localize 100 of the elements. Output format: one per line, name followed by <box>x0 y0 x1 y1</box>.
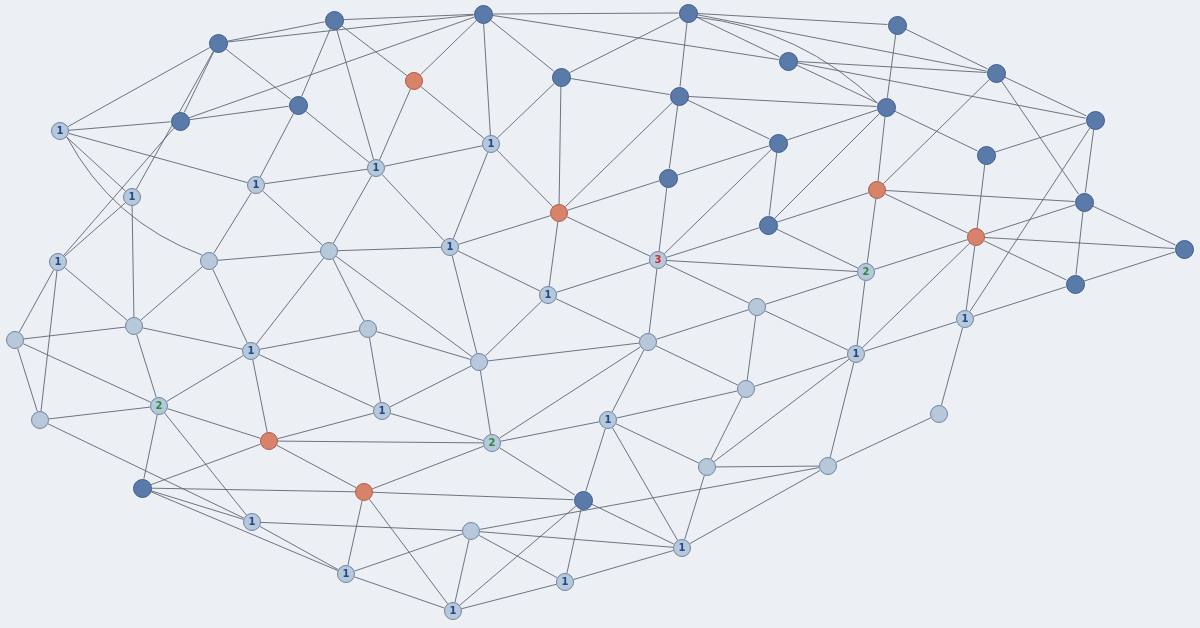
edge-line <box>548 221 559 287</box>
edge-line <box>452 151 489 240</box>
edge-line <box>864 321 957 352</box>
edge-line <box>276 444 357 489</box>
edge-line <box>655 345 739 386</box>
edge-line <box>940 327 964 406</box>
edge-line <box>372 491 574 501</box>
edge-line <box>611 349 645 413</box>
edge-line <box>835 417 932 463</box>
edge-line <box>68 132 248 184</box>
edge-line <box>479 467 820 530</box>
edge-line <box>668 104 679 170</box>
edge-line <box>451 255 478 354</box>
edge-line <box>183 51 215 113</box>
hidden-node <box>1174 239 1194 259</box>
number-node: 1 <box>242 342 260 360</box>
number-node: 2 <box>857 263 875 281</box>
edge-line <box>558 86 562 205</box>
edge-line <box>459 505 577 606</box>
hidden-node <box>132 478 152 498</box>
edge-line <box>666 227 760 258</box>
hidden-node <box>758 215 778 235</box>
revealed-node <box>6 331 24 349</box>
edge-line <box>776 192 869 223</box>
edge-line <box>301 28 331 97</box>
revealed-node <box>359 320 377 338</box>
number-node: 1 <box>51 122 69 140</box>
flagged-node <box>868 181 886 199</box>
edge-line <box>354 576 445 609</box>
edge-line <box>500 421 600 442</box>
edge-line <box>478 534 558 579</box>
edge-line <box>885 190 1075 202</box>
edge-line <box>131 205 135 318</box>
edge-line <box>615 423 700 464</box>
edge-line <box>390 413 484 441</box>
edge-line <box>684 475 705 540</box>
edge-line <box>259 112 295 178</box>
edge-line <box>18 269 55 333</box>
hidden-node <box>324 10 344 30</box>
edge-line <box>884 193 969 234</box>
edge-line <box>489 19 555 72</box>
revealed-node <box>639 333 657 351</box>
edge-line <box>188 105 290 121</box>
edge-line <box>483 23 491 136</box>
edge-line <box>150 443 262 486</box>
hidden-node <box>1074 192 1094 212</box>
edge-line <box>226 21 326 42</box>
edge-line <box>66 136 203 256</box>
edge-line <box>715 465 820 468</box>
number-node: 2 <box>483 434 501 452</box>
edge-line <box>877 115 886 182</box>
flagged-node <box>260 432 278 450</box>
edge-line <box>491 14 780 61</box>
number-node: 1 <box>956 310 974 328</box>
edge-line <box>663 149 772 255</box>
edge-line <box>368 498 449 605</box>
edge-line <box>1092 205 1176 246</box>
edge-line <box>976 163 986 229</box>
edge-line <box>573 550 674 580</box>
edge-line <box>648 268 658 334</box>
number-node: 1 <box>243 513 261 531</box>
hidden-node <box>1065 274 1085 294</box>
edge-line <box>754 356 848 387</box>
flagged-node <box>405 72 423 90</box>
edge-line <box>458 215 551 245</box>
edge-line <box>566 216 651 257</box>
edge-line <box>856 280 866 346</box>
edge-line <box>17 348 38 412</box>
edge-line <box>774 113 880 219</box>
edge-line <box>616 390 738 419</box>
hidden-node <box>208 33 228 53</box>
hidden-node <box>976 145 996 165</box>
hidden-node <box>288 95 308 115</box>
edge-line <box>886 33 897 99</box>
edge-line <box>485 300 542 357</box>
hidden-node <box>658 168 678 188</box>
edge-line <box>66 136 126 192</box>
edge-line <box>140 266 203 321</box>
hidden-node <box>986 63 1006 83</box>
edge-line <box>457 250 541 292</box>
number-node: 2 <box>150 397 168 415</box>
edge-line <box>983 240 1067 281</box>
number-node: 1 <box>367 159 385 177</box>
revealed-node <box>462 522 480 540</box>
edge-line <box>256 257 324 345</box>
edge-line <box>151 487 356 493</box>
edge-line <box>696 14 988 72</box>
edge-line <box>765 274 858 305</box>
edge-line <box>564 102 673 208</box>
edge-line <box>676 145 770 176</box>
edge-line <box>555 298 641 339</box>
edge-line <box>68 121 171 131</box>
number-node: 1 <box>556 573 574 591</box>
edge-line <box>861 242 971 349</box>
edge-line <box>894 110 978 152</box>
edge-line <box>376 331 471 360</box>
edge-line <box>689 469 821 545</box>
edge-line <box>212 268 248 344</box>
edge-line <box>166 355 244 402</box>
edge-line <box>1083 251 1176 282</box>
